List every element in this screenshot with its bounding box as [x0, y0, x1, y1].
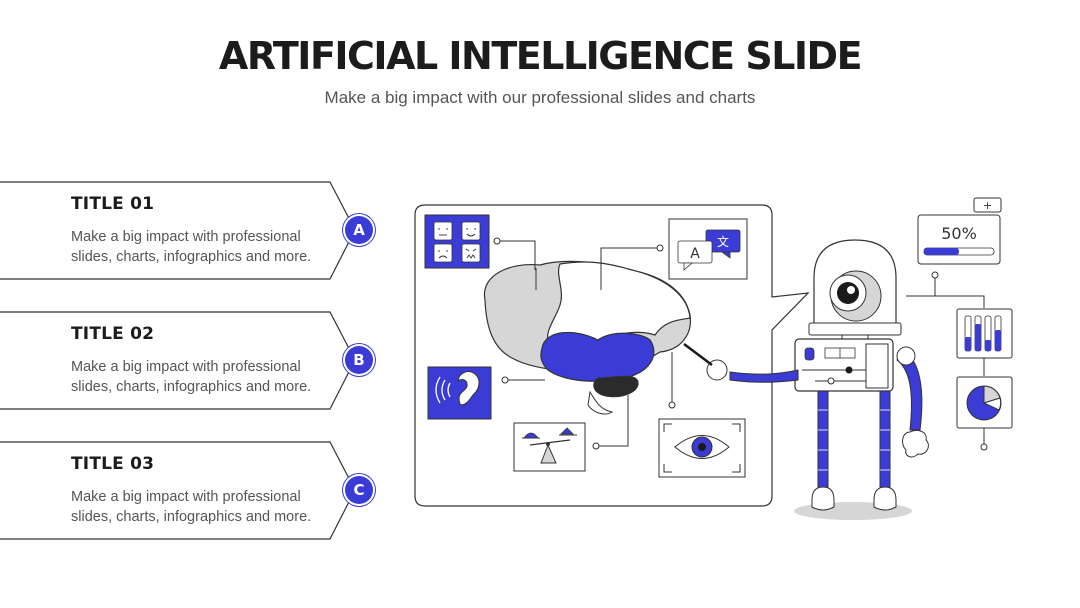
badge-c: C — [345, 476, 373, 504]
ai-illustration: A 文 — [414, 197, 1013, 520]
list-item-b: TITLE 02 Make a big impact with professi… — [0, 311, 380, 411]
translate-glyph-b: 文 — [717, 234, 729, 249]
translate-icon: A 文 — [668, 218, 748, 280]
item-title: TITLE 02 — [71, 324, 155, 344]
slide-subtitle: Make a big impact with our professional … — [324, 88, 756, 107]
badge-a: A — [345, 216, 373, 244]
progress-fill — [924, 248, 959, 255]
item-description: Make a big impact with professional slid… — [71, 489, 312, 525]
hearing-ear-icon — [427, 366, 492, 420]
progress-widget: 50% — [917, 214, 1001, 265]
bar-chart-icon — [956, 308, 1013, 359]
progress-label: 50% — [941, 224, 977, 243]
plus-label: + — [983, 199, 992, 212]
list-item-c: TITLE 03 Make a big impact with professi… — [0, 441, 380, 541]
balance-scale-icon — [513, 422, 586, 472]
emotion-faces-icon — [424, 214, 490, 269]
eye-icon — [658, 418, 746, 478]
slide-title: ARTIFICIAL INTELLIGENCE SLIDE — [218, 34, 863, 78]
item-title: TITLE 01 — [71, 194, 155, 214]
brain-icon — [483, 260, 691, 415]
item-description: Make a big impact with professional slid… — [71, 359, 312, 395]
item-title: TITLE 03 — [71, 454, 155, 474]
pie-chart-icon — [956, 376, 1013, 429]
item-description: Make a big impact with professional slid… — [71, 229, 312, 265]
translate-glyph-a: A — [690, 246, 700, 262]
list-item-a: TITLE 01 Make a big impact with professi… — [0, 181, 380, 281]
plus-button-icon: + — [973, 197, 1002, 213]
badge-b: B — [345, 346, 373, 374]
robot-icon — [683, 239, 929, 520]
